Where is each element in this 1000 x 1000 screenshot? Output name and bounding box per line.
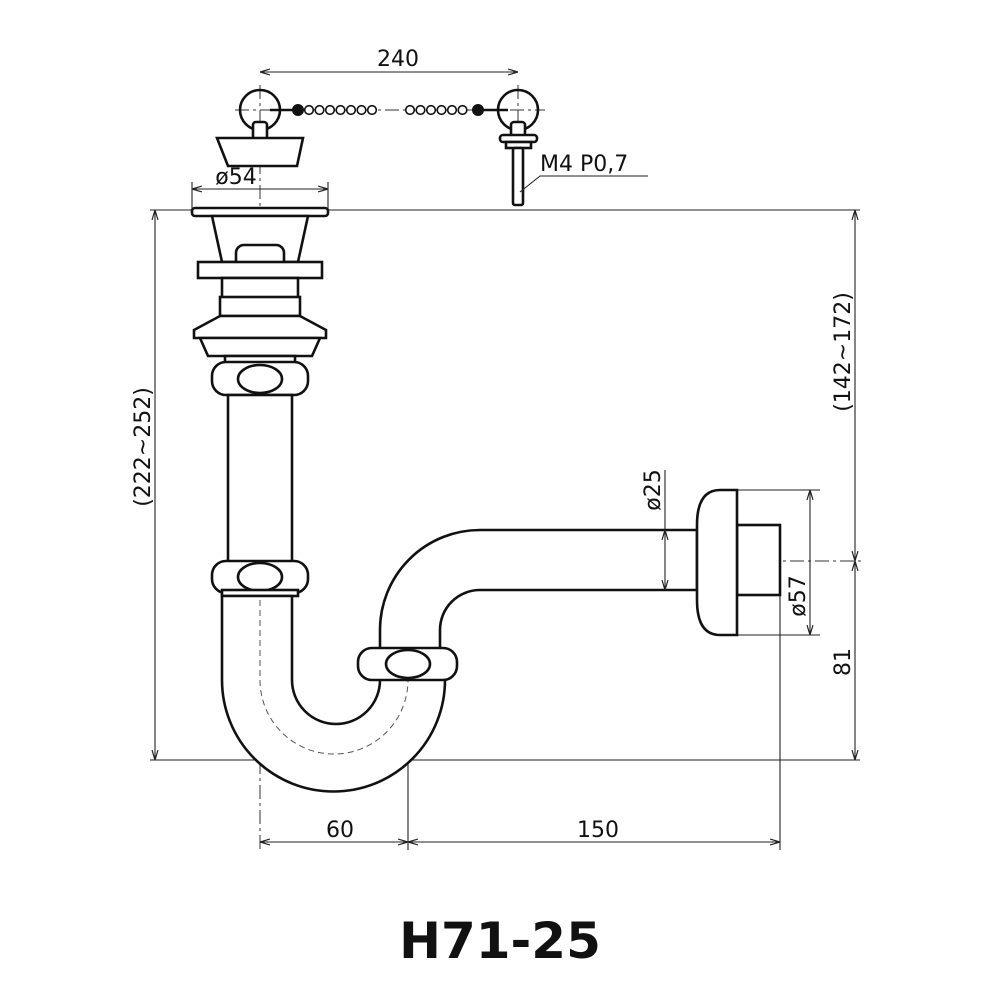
dim-height-total: (222~252) [131, 387, 156, 507]
chain-bead [303, 104, 315, 116]
chain-bead [345, 104, 357, 116]
dim-trap-offset: 60 [326, 818, 354, 843]
chain-bead [314, 104, 325, 116]
dim-outlet-to-bottom: 81 [831, 648, 856, 676]
p-trap [220, 488, 782, 793]
chain-bead [457, 104, 468, 116]
chain-bead [446, 104, 458, 116]
drain-body [190, 206, 330, 598]
chain-bead [425, 104, 437, 116]
dim-height-to-outlet: (142~172) [831, 292, 856, 412]
stopper-chain [215, 88, 540, 207]
dim-thread: M4 P0,7 [540, 152, 628, 177]
dim-pipe-diameter: ø25 [641, 469, 666, 510]
dim-outlet-length: 150 [577, 818, 619, 843]
chain-bead [324, 104, 336, 116]
chain-bead [366, 104, 378, 116]
chain-bead [404, 104, 416, 116]
chain-bead [356, 104, 367, 116]
dimension-lines [155, 72, 855, 842]
chain-bead [335, 104, 346, 116]
dim-flange-diameter: ø54 [215, 165, 256, 190]
chain-bead [415, 104, 426, 116]
dim-escutcheon-diameter: ø57 [786, 575, 811, 616]
model-title: H71-25 [399, 912, 601, 970]
dim-chain-length: 240 [377, 47, 419, 72]
chain-bead [436, 104, 447, 116]
